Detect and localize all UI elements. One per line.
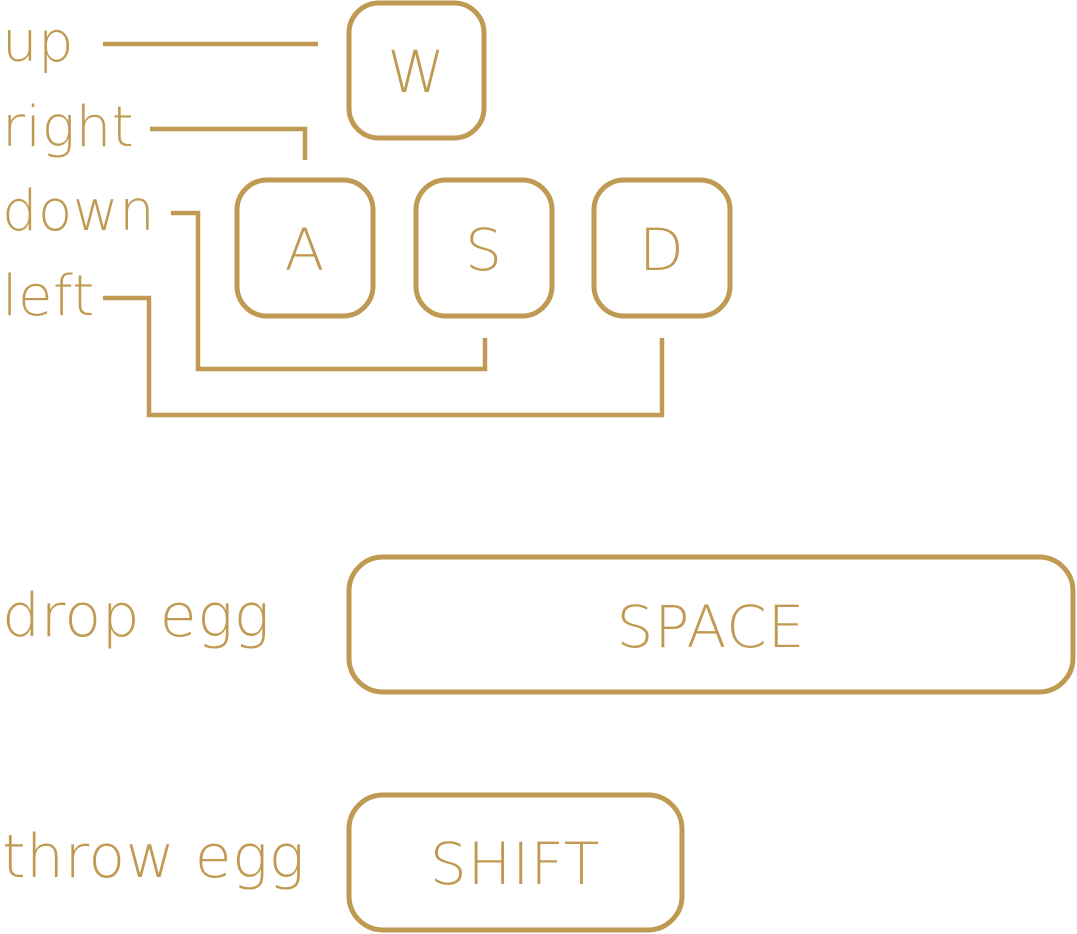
label-throw-egg: throw egg: [2, 822, 305, 892]
key-a: A: [234, 177, 376, 319]
key-d: D: [591, 177, 733, 319]
label-up: up: [2, 10, 74, 75]
connector-left: [103, 295, 665, 418]
label-left: left: [2, 264, 95, 329]
key-w-label: W: [387, 38, 445, 106]
key-space-label: SPACE: [617, 593, 806, 661]
key-s-label: S: [465, 216, 503, 284]
connector-right: [150, 126, 308, 160]
key-w: W: [346, 0, 487, 141]
key-space: SPACE: [346, 554, 1076, 695]
key-s: S: [413, 177, 555, 319]
label-drop-egg: drop egg: [2, 581, 270, 651]
key-d-label: D: [639, 216, 685, 284]
key-shift: SHIFT: [346, 792, 685, 933]
connector-down: [171, 210, 488, 372]
label-down: down: [2, 179, 155, 244]
key-shift-label: SHIFT: [430, 830, 600, 898]
label-right: right: [2, 95, 134, 160]
key-a-label: A: [285, 216, 326, 284]
